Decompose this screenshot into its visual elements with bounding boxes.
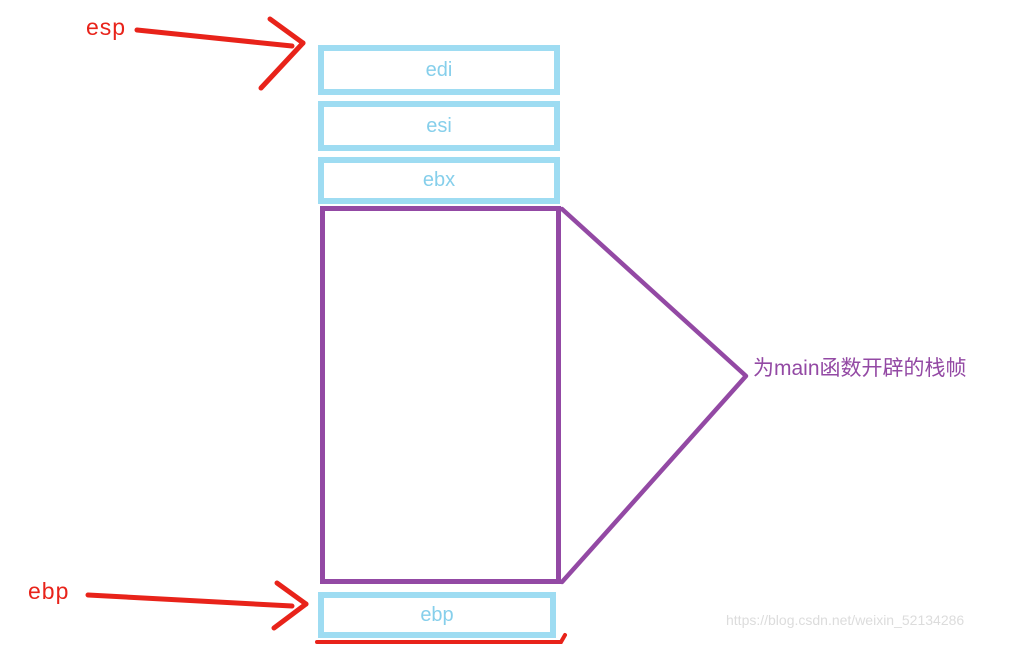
register-box-edi: edi xyxy=(318,45,560,95)
stack-frame-rect xyxy=(320,206,561,584)
register-box-esi: esi xyxy=(318,101,560,151)
esp-arrowhead-lower xyxy=(258,40,306,91)
register-label-edi: edi xyxy=(425,58,453,81)
ebp-arrow-shaft xyxy=(85,592,295,609)
ebp-label: ebp xyxy=(28,578,70,604)
ebp-arrowhead-upper xyxy=(274,580,309,607)
esp-label: esp xyxy=(86,14,127,40)
ebp-arrowhead-lower xyxy=(271,601,309,631)
stack-frame-annotation: 为main函数开辟的栈帧 xyxy=(753,357,967,380)
esp-arrowhead-upper xyxy=(267,16,306,46)
register-box-ebx: ebx xyxy=(318,157,560,204)
saved-ebp-label: ebp xyxy=(420,603,454,626)
register-label-esi: esi xyxy=(426,114,452,137)
stack-frame-brace xyxy=(559,206,749,585)
watermark: https://blog.csdn.net/weixin_52134286 xyxy=(726,612,965,628)
saved-ebp-box: ebp xyxy=(318,592,556,638)
register-label-ebx: ebx xyxy=(422,169,456,191)
esp-arrow-shaft xyxy=(134,27,295,49)
